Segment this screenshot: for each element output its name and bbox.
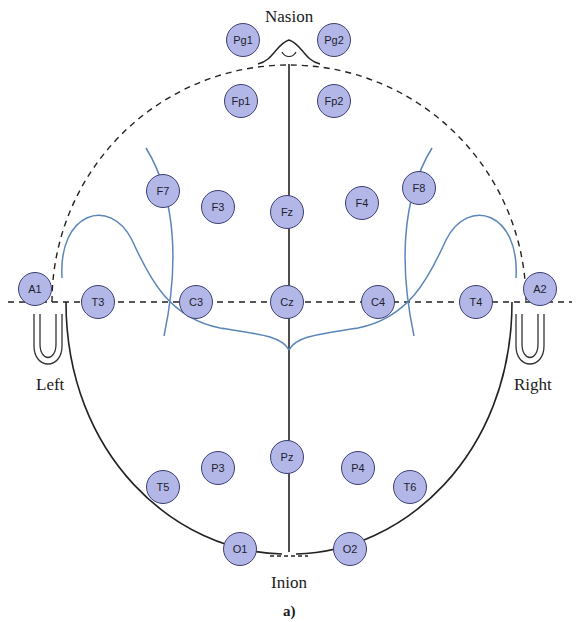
electrode-label: A1 xyxy=(28,284,41,295)
electrode-circle: A1 xyxy=(18,272,52,306)
left-label: Left xyxy=(36,376,64,393)
left-ear-inner xyxy=(40,314,56,358)
electrode-label: Fz xyxy=(281,207,293,218)
electrode-circle: O1 xyxy=(223,532,257,566)
figure-label: a) xyxy=(283,604,296,619)
electrode-label: Fp1 xyxy=(232,96,251,107)
electrode-circle: T4 xyxy=(459,285,493,319)
right-ear xyxy=(516,314,544,364)
right-ear-inner xyxy=(522,314,538,358)
right-label: Right xyxy=(514,376,552,393)
electrode-circle: T3 xyxy=(81,285,115,319)
electrode-label: O1 xyxy=(233,544,248,555)
electrode-circle: A2 xyxy=(523,272,557,306)
electrode-circle: Pg1 xyxy=(226,23,260,57)
electrode-label: P4 xyxy=(351,463,364,474)
electrode-circle: C4 xyxy=(361,285,395,319)
electrode-label: O2 xyxy=(343,544,358,555)
electrode-label: P3 xyxy=(211,463,224,474)
electrode-label: T5 xyxy=(157,482,170,493)
electrode-circle: P4 xyxy=(341,451,375,485)
electrode-circle: F3 xyxy=(201,190,235,224)
electrode-label: Pg2 xyxy=(324,35,344,46)
electrode-circle: Pg2 xyxy=(317,23,351,57)
inion-dash xyxy=(270,555,308,556)
electrode-circle: Cz xyxy=(270,285,304,319)
electrode-label: F7 xyxy=(157,186,170,197)
nasion-label: Nasion xyxy=(265,8,313,25)
electrode-circle: Pz xyxy=(270,440,304,474)
electrode-circle: T5 xyxy=(146,470,180,504)
electrode-label: C4 xyxy=(371,297,385,308)
electrode-label: F4 xyxy=(356,198,369,209)
electrode-label: T3 xyxy=(92,297,105,308)
electrode-label: T4 xyxy=(470,297,483,308)
electrode-label: Fp2 xyxy=(325,96,344,107)
nose xyxy=(258,40,320,64)
nose-tip xyxy=(282,52,296,57)
head-outline-right xyxy=(296,302,512,554)
electrode-label: F8 xyxy=(413,183,426,194)
electrode-circle: Fz xyxy=(270,195,304,229)
electrode-label: T6 xyxy=(404,482,417,493)
blue-curve-right-inner xyxy=(289,215,516,350)
electrode-circle: F4 xyxy=(345,186,379,220)
electrode-label: F3 xyxy=(212,202,225,213)
electrode-circle: T6 xyxy=(393,470,427,504)
head-outline-left xyxy=(66,302,282,554)
electrode-label: Pg1 xyxy=(233,35,253,46)
blue-curve-left-inner xyxy=(62,215,289,350)
electrode-circle: Fp1 xyxy=(224,84,258,118)
electrode-label: A2 xyxy=(533,284,546,295)
electrode-circle: P3 xyxy=(201,451,235,485)
electrode-label: C3 xyxy=(189,297,203,308)
electrode-circle: F7 xyxy=(146,174,180,208)
electrode-label: Cz xyxy=(280,297,293,308)
electrode-circle: Fp2 xyxy=(317,84,351,118)
electrode-circle: C3 xyxy=(179,285,213,319)
left-ear xyxy=(34,314,62,364)
electrode-circle: F8 xyxy=(402,171,436,205)
electrode-circle: O2 xyxy=(333,532,367,566)
inion-label: Inion xyxy=(271,574,307,591)
electrode-label: Pz xyxy=(281,452,294,463)
